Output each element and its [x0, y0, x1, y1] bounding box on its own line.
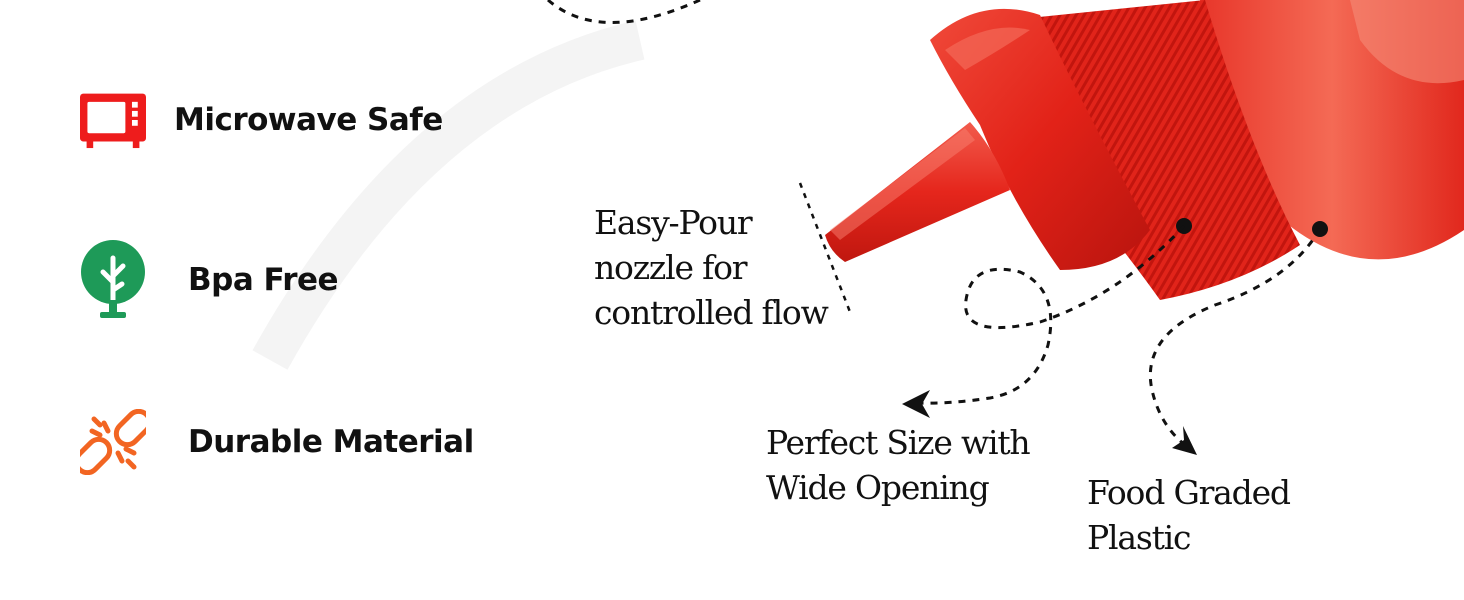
- feature-durable-material: Durable Material: [80, 406, 474, 478]
- feature-label: Bpa Free: [188, 262, 339, 298]
- feature-bpa-free: Bpa Free: [80, 240, 339, 318]
- bottle-cap-ridged: [1010, 0, 1300, 300]
- bottle-cap-collar: [930, 8, 1150, 270]
- top-dotted-arc: [547, 0, 701, 24]
- bottle-highlight: [1350, 0, 1464, 84]
- callout-material: Food Graded Plastic: [1087, 470, 1291, 560]
- callout-line: Perfect Size with: [766, 423, 1031, 462]
- microwave-icon: [80, 84, 146, 156]
- background-swirl: [252, 20, 645, 370]
- feature-label: Microwave Safe: [174, 102, 443, 138]
- sauce-bottle: [825, 0, 1464, 300]
- feature-microwave-safe: Microwave Safe: [80, 84, 443, 156]
- feature-label: Durable Material: [188, 424, 474, 460]
- material-arrowhead: [1172, 426, 1197, 455]
- material-leader-line: [1148, 228, 1322, 447]
- callout-size: Perfect Size with Wide Opening: [766, 420, 1031, 510]
- nozzle-marker-line: [798, 182, 852, 313]
- tree-icon: [80, 240, 146, 318]
- callout-nozzle: Easy-Pour nozzle for controlled flow: [594, 200, 829, 335]
- broken-chain-icon: [80, 406, 146, 478]
- callout-line: Easy-Pour: [594, 203, 753, 242]
- callout-line: Plastic: [1087, 518, 1191, 557]
- nozzle-highlight: [830, 128, 975, 240]
- callout-line: Food Graded: [1087, 473, 1291, 512]
- size-leader-line: [917, 224, 1186, 405]
- cap-highlight: [945, 27, 1030, 70]
- size-arrowhead: [902, 390, 930, 418]
- bottle-nozzle: [825, 122, 1010, 262]
- callout-line: Wide Opening: [766, 468, 990, 507]
- callout-line: controlled flow: [594, 293, 829, 332]
- callout-line: nozzle for: [594, 248, 748, 287]
